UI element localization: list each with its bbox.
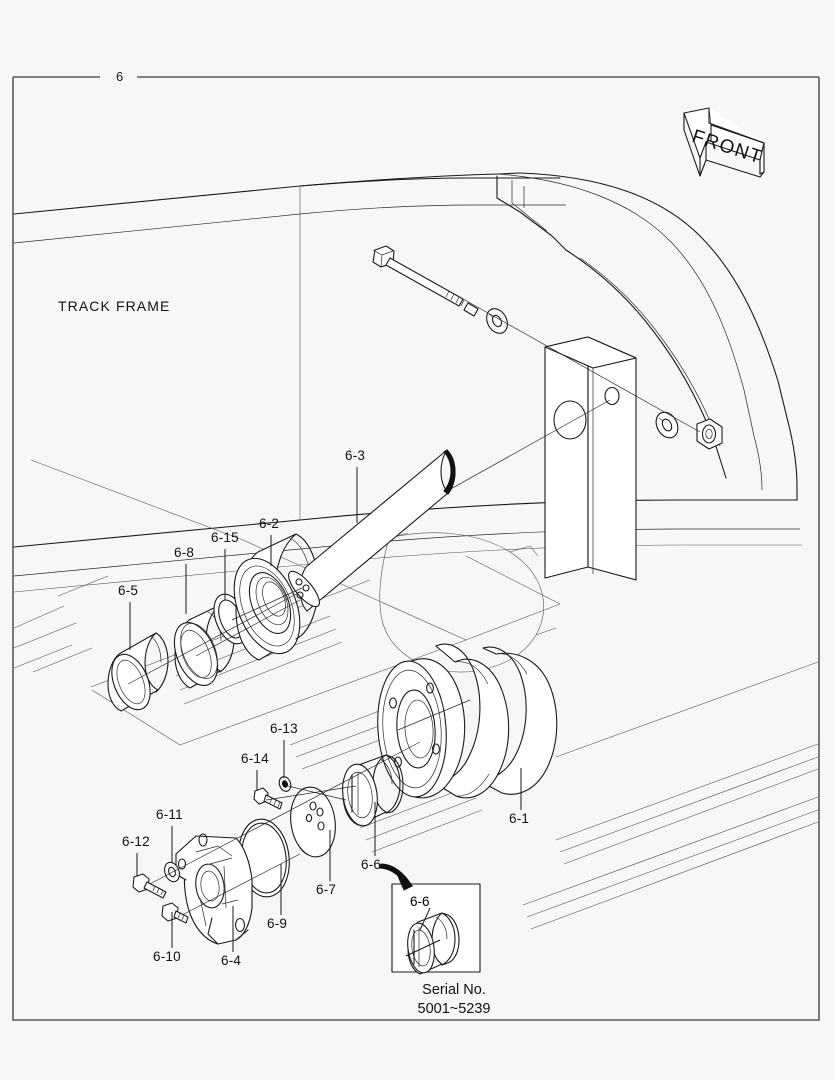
part-6-11-washer xyxy=(164,861,180,883)
part-6-14-bolt xyxy=(253,787,283,810)
part-6-1-roller-shell xyxy=(377,643,558,799)
callout-6-3[interactable]: 6-3 xyxy=(345,448,366,463)
frame-mount-bolt xyxy=(372,245,479,317)
page-border xyxy=(12,76,820,1021)
inset-callout-label: 6-6 xyxy=(410,894,430,909)
track-frame-label: TRACK FRAME xyxy=(58,298,171,314)
frame-mount-washer-right xyxy=(655,411,679,439)
part-6-7-cover-plate xyxy=(290,786,336,858)
part-6-10-plug xyxy=(161,902,189,924)
ground-hatch-left xyxy=(13,575,109,673)
part-6-12-bolt xyxy=(132,873,167,899)
ground-hatch-far-right xyxy=(522,661,819,930)
callout-6-12[interactable]: 6-12 xyxy=(122,834,150,849)
front-arrow xyxy=(683,107,765,178)
callout-6-4[interactable]: 6-4 xyxy=(221,953,242,968)
mounting-boss xyxy=(544,336,637,581)
serial-caption-line1: Serial No. xyxy=(422,982,486,998)
frame-mount-nut xyxy=(696,418,723,450)
callout-6-7[interactable]: 6-7 xyxy=(316,882,337,897)
callout-6-8[interactable]: 6-8 xyxy=(174,545,195,560)
track-frame-assembly xyxy=(13,172,802,593)
part-6-5-bushing xyxy=(107,632,169,712)
roller-envelope-ghost xyxy=(379,532,557,673)
frame-mount-washer-left xyxy=(486,308,508,334)
inset-box xyxy=(378,863,481,975)
callout-6-6[interactable]: 6-6 xyxy=(361,857,382,872)
callout-6-11[interactable]: 6-11 xyxy=(156,807,183,822)
serial-number-caption: Serial No. 5001~5239 xyxy=(392,981,516,1019)
callout-6-10[interactable]: 6-10 xyxy=(153,949,181,964)
callout-leaders xyxy=(129,467,522,952)
part-6-2-floating-seal xyxy=(233,533,319,661)
part-6-3-shaft xyxy=(288,449,456,612)
part-6-4-bearing-housing xyxy=(175,833,253,945)
part-6-13-washer xyxy=(278,776,292,792)
callout-6-15[interactable]: 6-15 xyxy=(211,530,239,545)
callout-6-5[interactable]: 6-5 xyxy=(118,583,139,598)
callout-6-1[interactable]: 6-1 xyxy=(509,811,530,826)
callout-6-2[interactable]: 6-2 xyxy=(259,516,280,531)
callout-6-9[interactable]: 6-9 xyxy=(267,916,288,931)
assembly-axis-lower xyxy=(149,699,471,916)
serial-caption-line2: 5001~5239 xyxy=(417,1001,491,1018)
callout-6-13[interactable]: 6-13 xyxy=(270,721,298,736)
callout-6-14[interactable]: 6-14 xyxy=(241,751,269,766)
inset-part-6-6 xyxy=(405,907,460,975)
page-number: 6 xyxy=(110,69,130,84)
assembly-axis-upper-parts xyxy=(127,587,303,685)
